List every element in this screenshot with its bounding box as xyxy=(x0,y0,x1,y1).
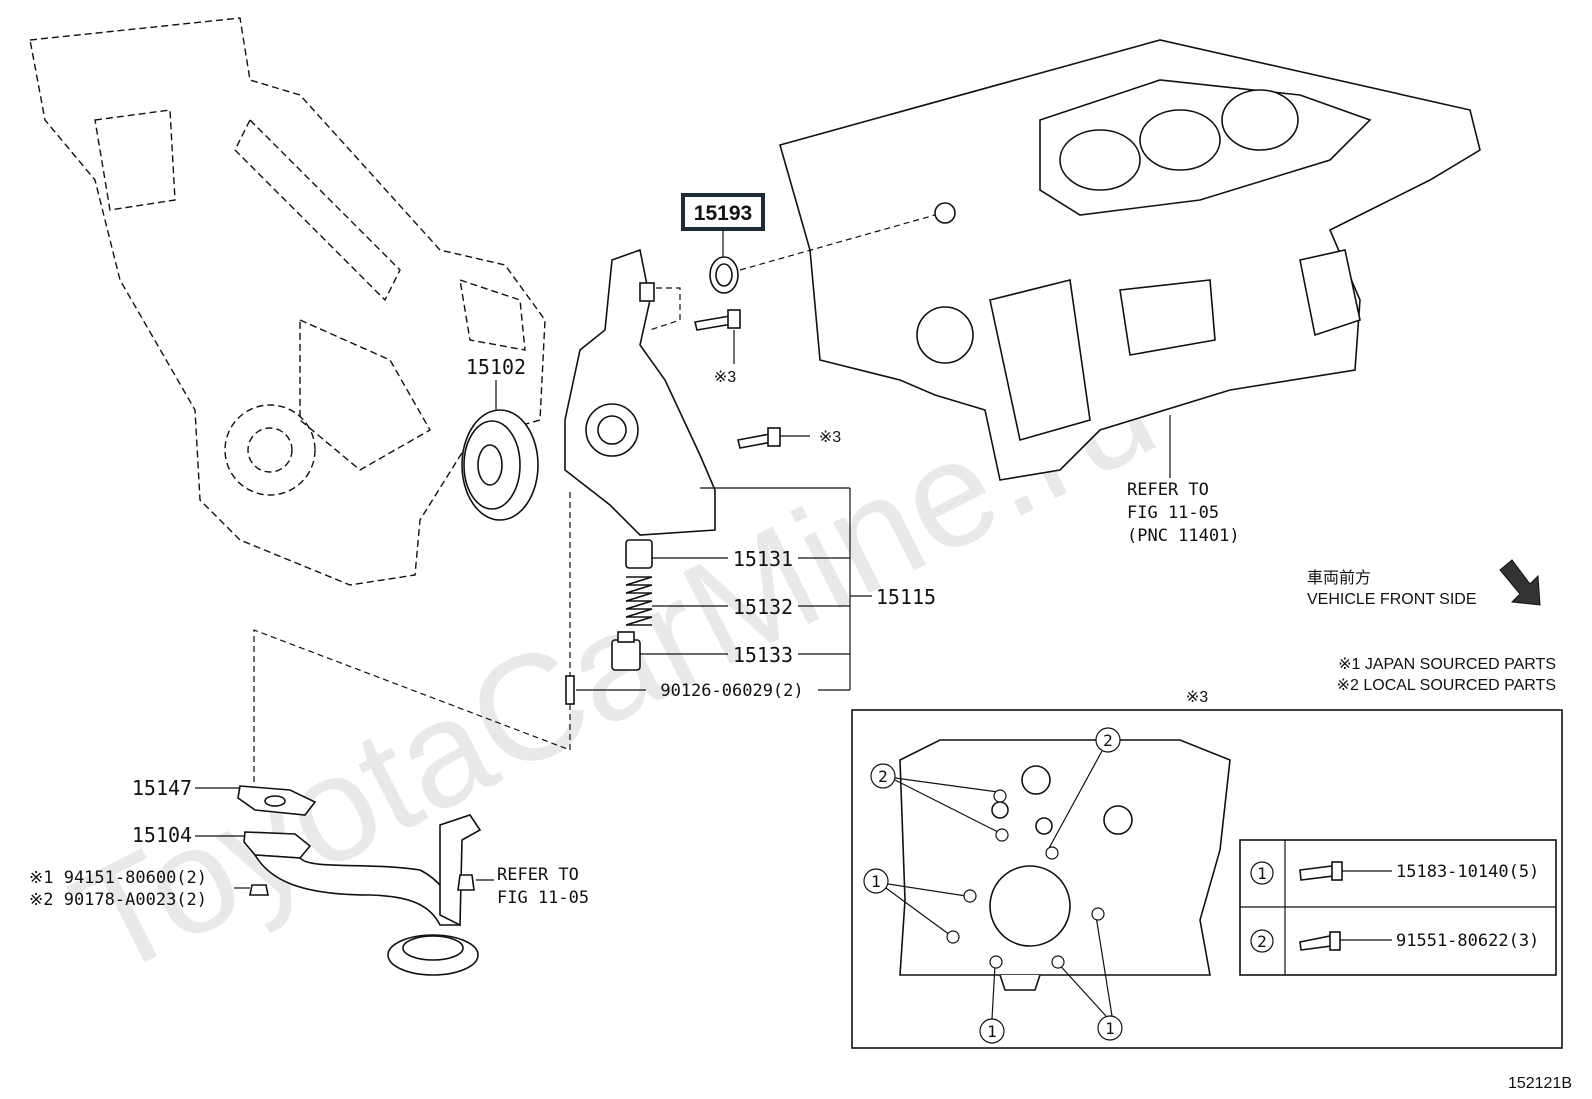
oil-strainer-15104: 15104 xyxy=(132,814,482,976)
inset-callout-1-bottom-right: 1 xyxy=(1054,915,1123,1041)
label-15104: 15104 xyxy=(132,823,192,847)
oil-seal-15193: 15193 xyxy=(681,193,936,294)
arrow-down-right-icon xyxy=(1499,559,1541,606)
bolt-part-number: 15183-10140(5) xyxy=(1396,862,1539,882)
oil-pump-body xyxy=(564,248,716,536)
label-15115: 15115 xyxy=(876,585,936,609)
svg-text:1: 1 xyxy=(1257,864,1267,883)
svg-text:1: 1 xyxy=(871,872,881,891)
inset-title: ※3 xyxy=(1186,689,1208,706)
inset-bolt-locations: ※3 2 2 1 1 xyxy=(851,689,1563,1049)
gasket-15147: 15147 xyxy=(132,776,317,816)
inset-callout-1-bottom-left: 1 xyxy=(979,964,1005,1044)
label-15102: 15102 xyxy=(466,355,526,379)
bolt-part-number: 91551-80622(3) xyxy=(1396,931,1539,951)
label-bolt-local: ※2 90178-A0023(2) xyxy=(29,890,207,910)
table-row: 2 91551-80622(3) xyxy=(1250,929,1539,953)
diagram-id: 152121B xyxy=(1508,1075,1572,1092)
svg-text:FIG 11-05: FIG 11-05 xyxy=(1127,503,1219,523)
svg-text:REFER TO: REFER TO xyxy=(1127,480,1209,500)
svg-text:1: 1 xyxy=(1105,1019,1115,1038)
relief-valve-assembly: 15115 15131 15132 15133 90126-06029(2) xyxy=(565,487,936,705)
refer-pan-line1: REFER TO xyxy=(497,865,579,885)
strainer-bolts: ※1 94151-80600(2) ※2 90178-A0023(2) REFE… xyxy=(29,865,589,910)
vehicle-front-jp: 車両前方 xyxy=(1307,569,1371,587)
oil-pump-rotor-15102: 15102 xyxy=(461,355,539,521)
svg-text:2: 2 xyxy=(878,767,888,786)
inset-callout-2-left: 2 xyxy=(870,763,999,833)
bolt-middle: ※3 xyxy=(737,427,841,449)
label-15131: 15131 xyxy=(733,547,793,571)
svg-text:2: 2 xyxy=(1257,932,1267,951)
note-local-sourced: ※2 LOCAL SOURCED PARTS xyxy=(1337,677,1556,694)
label-bolt-japan: ※1 94151-80600(2) xyxy=(29,868,207,888)
vehicle-front-en: VEHICLE FRONT SIDE xyxy=(1307,591,1477,608)
inset-bolt-table: 1 15183-10140(5) 2 91551-80622(3) xyxy=(1239,839,1557,976)
label-star3-upper: ※3 xyxy=(714,369,736,386)
svg-text:(PNC 11401): (PNC 11401) xyxy=(1127,526,1240,546)
table-row: 1 15183-10140(5) xyxy=(1250,861,1539,885)
vehicle-front-indicator: 車両前方 VEHICLE FRONT SIDE xyxy=(1307,559,1541,608)
bolt-upper: ※3 xyxy=(694,309,741,386)
label-90126: 90126-06029(2) xyxy=(660,681,803,701)
svg-text:2: 2 xyxy=(1103,731,1113,750)
refer-pan-line2: FIG 11-05 xyxy=(497,888,589,908)
refer-block-note: REFER TO FIG 11-05 (PNC 11401) xyxy=(1127,415,1240,546)
label-15193: 15193 xyxy=(694,202,752,225)
inset-callout-1-left: 1 xyxy=(863,868,967,936)
timing-chain-cover xyxy=(29,17,546,586)
inset-callout-2-top: 2 xyxy=(1047,727,1121,851)
label-15132: 15132 xyxy=(733,595,793,619)
label-15147: 15147 xyxy=(132,776,192,800)
label-15133: 15133 xyxy=(733,643,793,667)
note-japan-sourced: ※1 JAPAN SOURCED PARTS xyxy=(1338,656,1556,673)
label-star3-middle: ※3 xyxy=(819,429,841,446)
svg-text:1: 1 xyxy=(987,1022,997,1041)
cylinder-block xyxy=(779,39,1481,481)
